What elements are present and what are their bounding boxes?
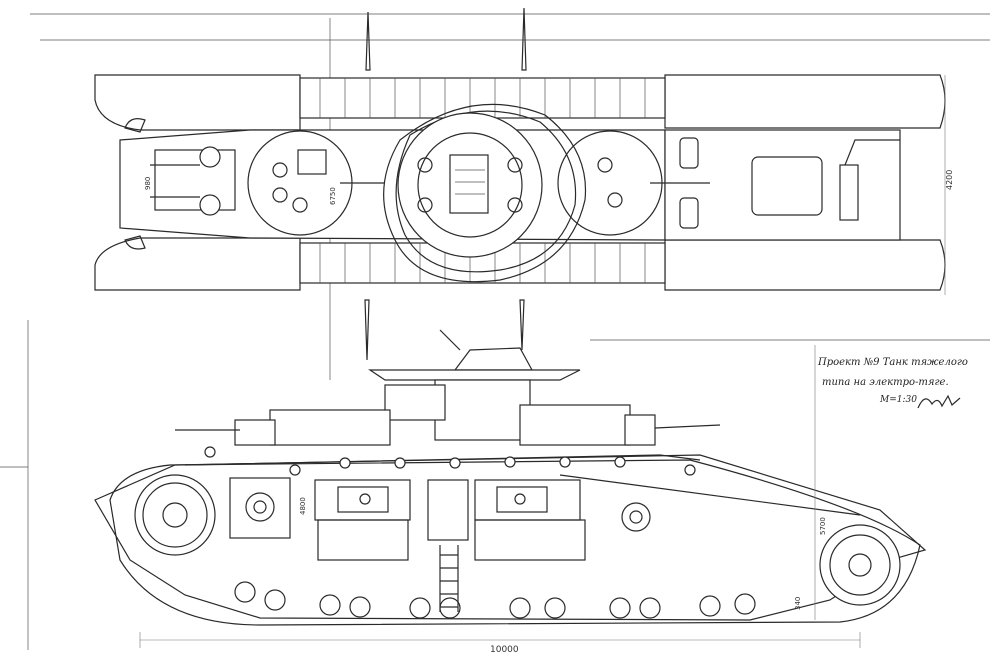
road-wheels [234,581,756,619]
rear-drive-wheel [819,524,901,606]
plan-view: 4200 6750 980 [30,7,990,380]
height-label: 5700 [819,517,827,535]
designer-signature [917,394,961,409]
title-line-1: Проект №9 Танк тяжелого [817,357,968,368]
upper-track [94,74,946,133]
hull-height-label: 4800 [299,497,307,515]
plan-width-label: 4200 [945,170,954,190]
clearance-label: 340 [794,597,802,610]
hull-length-label: 10000 [490,645,519,655]
plan-small-label: 980 [144,177,152,190]
turret-dimension-label: 6750 [329,187,337,205]
antennas [364,7,527,361]
title-block: Проект №9 Танк тяжелого типа на электро-… [590,339,990,409]
side-view: 10000 5700 4800 340 [94,329,927,655]
front-idler-wheel [134,474,216,556]
scale-label: М=1:30 [879,395,917,405]
title-line-2: типа на электро-тяге. [822,377,949,388]
main-turret-plan [383,103,587,283]
lower-track [94,235,946,291]
front-turrets [150,146,236,216]
return-rollers [204,446,696,476]
ladder [439,545,459,612]
